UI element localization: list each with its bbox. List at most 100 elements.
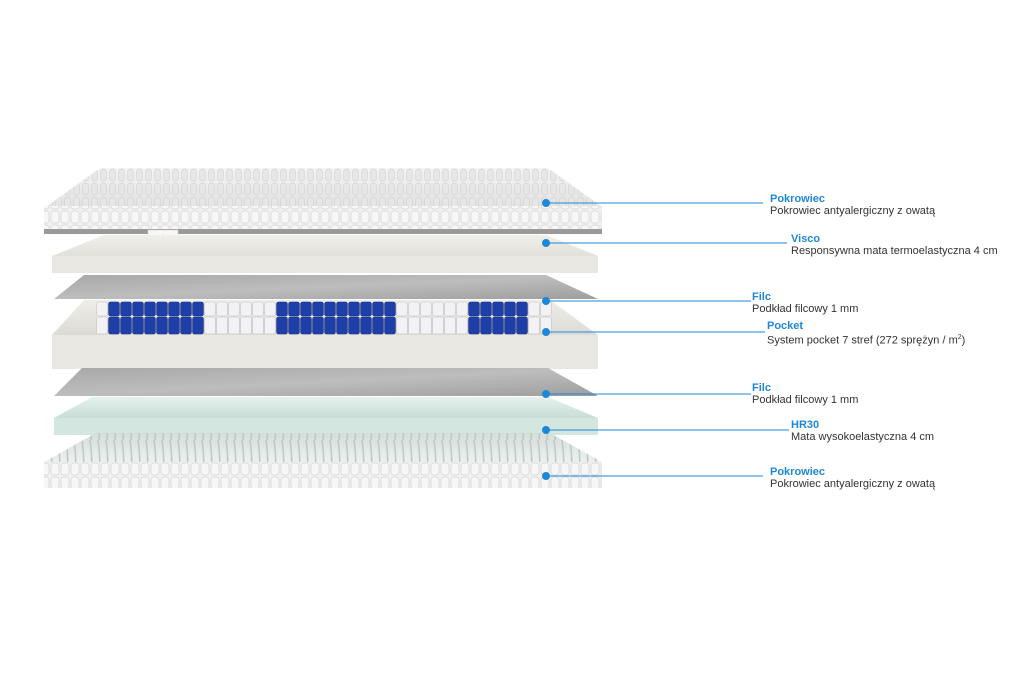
spring-pocket [528, 316, 540, 335]
spring-pocket [480, 316, 492, 335]
spring-pocket [108, 301, 120, 317]
spring-pocket [408, 301, 420, 317]
spring-pocket [192, 316, 204, 335]
spring-pocket [492, 316, 504, 335]
layer-description-sup: 2 [957, 334, 962, 341]
spring-pocket [216, 316, 228, 335]
layer-title: Visco [791, 233, 821, 245]
spring-pocket [444, 301, 456, 317]
label-felt-lower: Filc Podkład filcowy 1 mm [752, 382, 858, 406]
spring-pocket [264, 301, 276, 317]
layer-title: Pocket [767, 320, 804, 332]
spring-pocket [312, 301, 324, 317]
spring-pocket [216, 301, 228, 317]
spring-pocket [456, 301, 468, 317]
spring-pocket [408, 316, 420, 335]
spring-pocket [132, 301, 144, 317]
spring-pocket [108, 316, 120, 335]
spring-pocket [468, 316, 480, 335]
spring-pocket [288, 301, 300, 317]
spring-pocket [360, 316, 372, 335]
bottom-cover-layer [44, 433, 602, 488]
spring-pocket [204, 301, 216, 317]
spring-pocket [504, 301, 516, 317]
spring-pocket [312, 316, 324, 335]
spring-pocket [360, 301, 372, 317]
spring-pocket [324, 301, 336, 317]
layer-description: Responsywna mata termoelastyczna 4 cm [791, 245, 998, 257]
layer-description: System pocket 7 stref (272 sprężyn / m2) [767, 332, 965, 347]
layer-description-main: System pocket 7 stref (272 sprężyn / m [767, 334, 958, 347]
spring-pocket [240, 301, 252, 317]
spring-pocket [516, 301, 528, 317]
spring-pocket [228, 316, 240, 335]
layer-title: HR30 [791, 419, 820, 431]
spring-pocket [180, 301, 192, 317]
spring-pocket [204, 316, 216, 335]
spring-pocket [300, 301, 312, 317]
spring-pocket [132, 316, 144, 335]
layer-description: Pokrowiec antyalergiczny z owatą [770, 205, 936, 217]
label-hr30: HR30 Mata wysokoelastyczna 4 cm [791, 419, 934, 443]
spring-zones [96, 301, 552, 335]
spring-pocket [180, 316, 192, 335]
hr30-layer [54, 397, 598, 435]
layer-title: Pokrowiec [770, 193, 826, 205]
spring-pocket [480, 301, 492, 317]
spring-pocket [348, 316, 360, 335]
spring-pocket [516, 316, 528, 335]
spring-pocket [348, 301, 360, 317]
spring-pocket [420, 316, 432, 335]
spring-pocket [252, 301, 264, 317]
spring-pocket [444, 316, 456, 335]
spring-pocket [156, 316, 168, 335]
layer-description: Podkład filcowy 1 mm [752, 303, 859, 315]
spring-pocket [144, 316, 156, 335]
label-felt-upper: Filc Podkład filcowy 1 mm [752, 291, 858, 315]
layer-description: Mata wysokoelastyczna 4 cm [791, 431, 935, 443]
spring-pocket [240, 316, 252, 335]
spring-pocket [384, 316, 396, 335]
spring-pocket [324, 316, 336, 335]
spring-pocket [264, 316, 276, 335]
spring-pocket [228, 301, 240, 317]
callout-lines [542, 199, 789, 480]
label-bottom-cover: Pokrowiec Pokrowiec antyalergiczny z owa… [770, 466, 935, 490]
spring-pocket [96, 316, 108, 335]
layer-description-end: ) [961, 334, 966, 347]
spring-pocket [432, 316, 444, 335]
layer-description: Pokrowiec antyalergiczny z owatą [770, 478, 936, 490]
spring-pocket [276, 316, 288, 335]
layer-title: Filc [752, 382, 771, 394]
spring-pocket [96, 301, 108, 317]
spring-pocket [144, 301, 156, 317]
layer-title: Pokrowiec [770, 466, 826, 478]
spring-pocket [528, 301, 540, 317]
spring-pocket [288, 316, 300, 335]
top-cover-layer: matinee [44, 168, 602, 244]
visco-layer [52, 235, 598, 273]
spring-pocket [384, 301, 396, 317]
spring-pocket [300, 316, 312, 335]
spring-pocket [192, 301, 204, 317]
spring-pocket [372, 316, 384, 335]
felt-layer-upper [54, 275, 598, 299]
layer-description: Podkład filcowy 1 mm [752, 394, 859, 406]
spring-pocket [156, 301, 168, 317]
spring-pocket [492, 301, 504, 317]
spring-pocket [252, 316, 264, 335]
label-top-cover: Pokrowiec Pokrowiec antyalergiczny z owa… [770, 193, 935, 217]
label-visco: Visco Responsywna mata termoelastyczna 4… [791, 233, 998, 257]
layer-title: Filc [752, 291, 771, 303]
pocket-spring-layer [52, 300, 598, 369]
spring-pocket [336, 316, 348, 335]
spring-pocket [372, 301, 384, 317]
spring-pocket [468, 301, 480, 317]
spring-pocket [420, 301, 432, 317]
spring-pocket [432, 301, 444, 317]
spring-pocket [504, 316, 516, 335]
spring-pocket [396, 301, 408, 317]
spring-pocket [168, 301, 180, 317]
felt-layer-lower [54, 368, 598, 396]
